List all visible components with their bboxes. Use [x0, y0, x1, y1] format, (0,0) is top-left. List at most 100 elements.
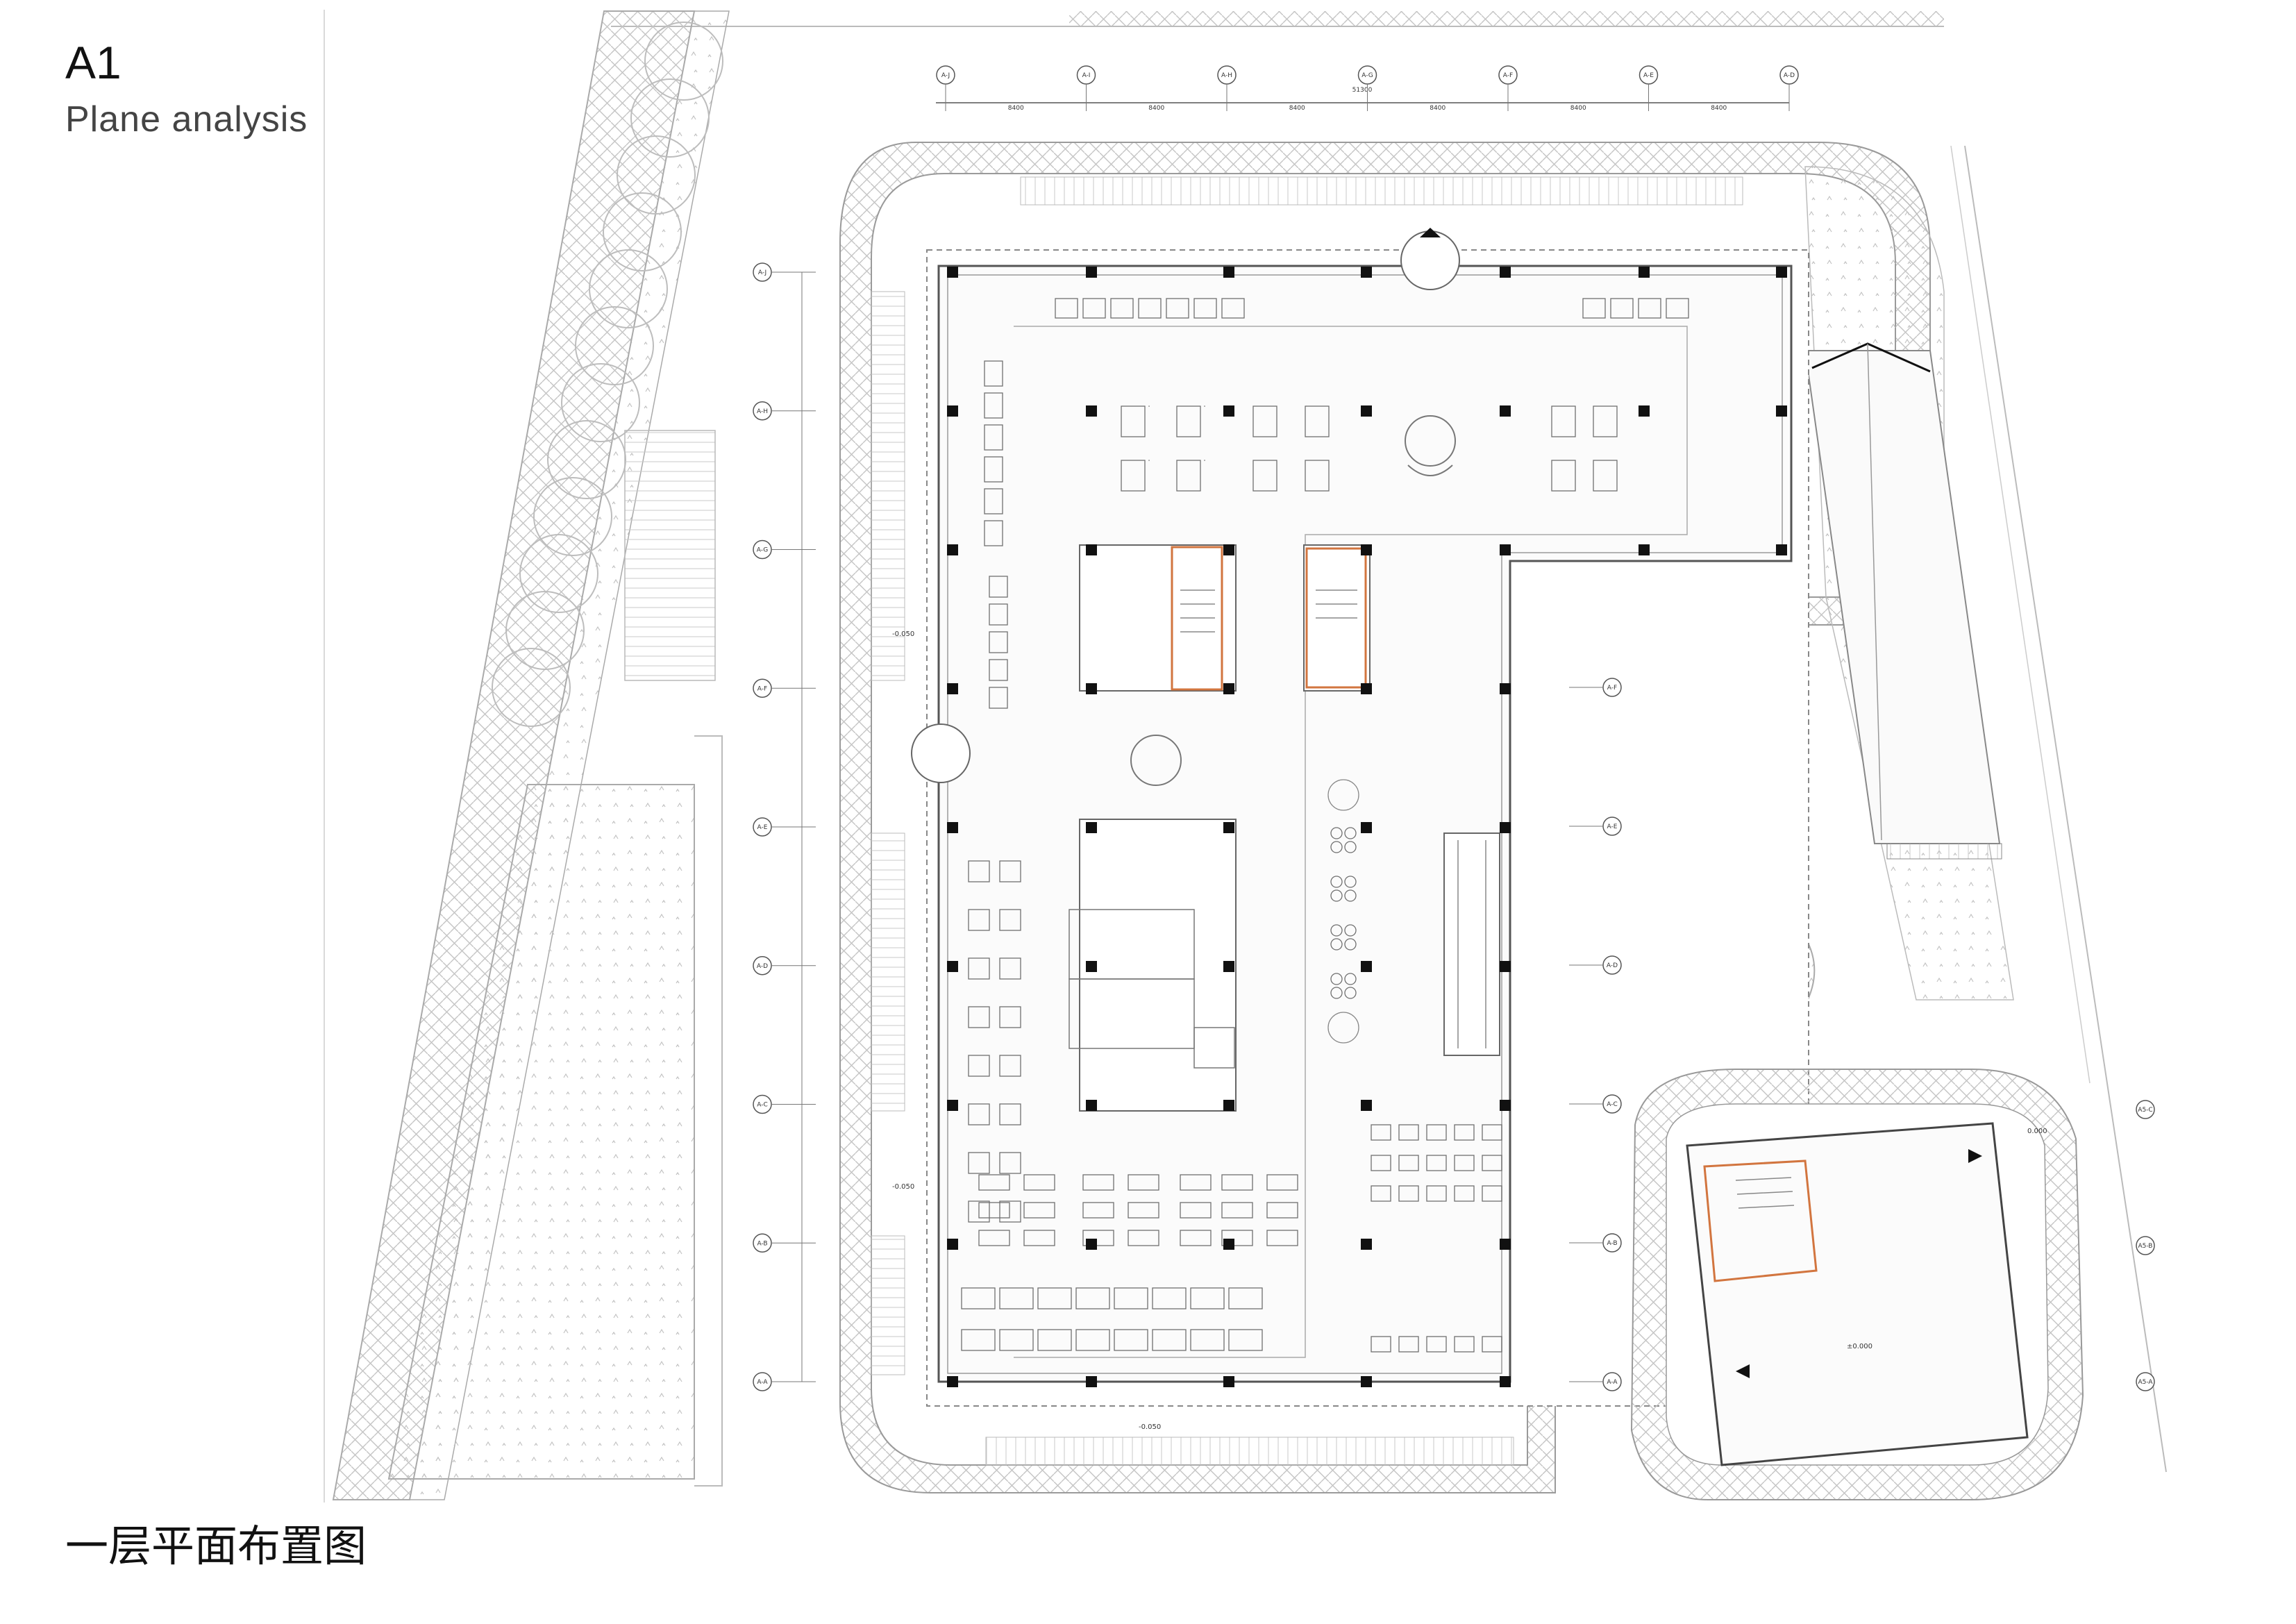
desk	[989, 631, 1008, 653]
svg-text:A-I: A-I	[1082, 72, 1091, 79]
level-annex: ±0.000	[1847, 1343, 1872, 1350]
desk	[1176, 405, 1201, 437]
column	[1776, 405, 1787, 417]
desk	[1426, 1124, 1447, 1141]
svg-text:A-D: A-D	[757, 963, 768, 970]
desk	[1228, 1287, 1263, 1309]
grid-bubble-west: A-C	[753, 1094, 772, 1114]
column	[1086, 683, 1097, 694]
svg-text:A-C: A-C	[1607, 1101, 1618, 1108]
desk	[999, 1329, 1034, 1351]
column	[947, 961, 958, 972]
column	[1223, 405, 1234, 417]
grid-bubble-west: A-J	[753, 262, 772, 282]
desk	[1371, 1185, 1391, 1202]
desk	[968, 1200, 990, 1223]
grid-bubble-annex: A5-B	[2136, 1236, 2155, 1255]
svg-text:A-E: A-E	[1607, 823, 1618, 830]
desk	[968, 957, 990, 980]
north-entry-lobby	[1400, 228, 1460, 290]
svg-text:A-D: A-D	[1784, 72, 1795, 79]
header-divider	[324, 10, 325, 1502]
svg-text:A-C: A-C	[757, 1102, 768, 1109]
planter	[1327, 1012, 1359, 1044]
desk	[1023, 1230, 1055, 1246]
desk	[968, 860, 990, 882]
round-sofa-center	[1130, 735, 1182, 786]
desk	[999, 1006, 1021, 1028]
grid-bubble-west: A-D	[753, 956, 772, 976]
desk	[1082, 1230, 1114, 1246]
lounge-seat	[1330, 876, 1357, 902]
east-grid-bubbles: A-FA-EA-DA-CA-BA-A	[1569, 678, 1622, 1391]
core-north	[1079, 544, 1371, 692]
svg-text:A-F: A-F	[757, 685, 767, 692]
desk	[1266, 1230, 1298, 1246]
desk	[1482, 1124, 1502, 1141]
desk	[1398, 1124, 1419, 1141]
column	[1361, 267, 1372, 278]
grid-bubble-north: A-H	[1217, 65, 1237, 85]
desk	[999, 1200, 1021, 1223]
desk	[984, 360, 1003, 387]
level-side: 0.000	[2027, 1128, 2047, 1135]
desk	[989, 659, 1008, 681]
grid-bubble-west: A-B	[753, 1233, 772, 1253]
grid-bubble-north: A-D	[1779, 65, 1799, 85]
svg-text:A-E: A-E	[1643, 72, 1654, 79]
column	[1223, 267, 1234, 278]
desk	[1228, 1329, 1263, 1351]
column	[1361, 683, 1372, 694]
desk	[999, 860, 1021, 882]
column	[947, 544, 958, 555]
desk	[1551, 460, 1576, 492]
desk	[1252, 460, 1277, 492]
desk	[1121, 405, 1146, 437]
column	[1361, 822, 1372, 833]
grid-bubble-annex: A5-A	[2136, 1372, 2155, 1391]
column	[947, 683, 958, 694]
bay-dimension: 8400	[1008, 105, 1024, 112]
column	[1639, 267, 1650, 278]
desk	[1055, 298, 1078, 319]
desk	[999, 1055, 1021, 1077]
overall-dimension: 51300	[1352, 87, 1373, 94]
bay-dimension: 8400	[1430, 105, 1446, 112]
desk	[1454, 1155, 1475, 1171]
desk	[1221, 1202, 1253, 1219]
svg-text:A5-B: A5-B	[2138, 1243, 2153, 1250]
column	[1361, 961, 1372, 972]
grid-bubble-west: A-A	[753, 1372, 772, 1391]
column	[1361, 1100, 1372, 1111]
desk	[1252, 405, 1277, 437]
desk	[1152, 1329, 1187, 1351]
desk	[999, 909, 1021, 931]
desk	[984, 488, 1003, 514]
column	[1776, 267, 1787, 278]
level-entry-west: -0.050	[892, 630, 914, 638]
svg-text:A5-A: A5-A	[2138, 1379, 2153, 1386]
desk	[1082, 298, 1106, 319]
desk	[1037, 1329, 1072, 1351]
desk	[978, 1230, 1010, 1246]
svg-text:A-D: A-D	[1607, 962, 1618, 969]
grid-bubble-west: A-G	[753, 539, 772, 560]
column	[947, 1376, 958, 1387]
bay-dimension: 8400	[1570, 105, 1586, 112]
desk	[1075, 1287, 1110, 1309]
grid-bubble-west: A-H	[753, 401, 772, 421]
desk	[1454, 1185, 1475, 1202]
desk	[984, 520, 1003, 546]
desk	[1193, 298, 1217, 319]
desk	[1454, 1124, 1475, 1141]
desk	[968, 909, 990, 931]
desk	[1482, 1155, 1502, 1171]
desk	[961, 1329, 996, 1351]
east-canopy	[1804, 342, 2002, 860]
grid-bubble-north: A-F	[1498, 65, 1518, 85]
column	[1223, 683, 1234, 694]
desk	[1075, 1329, 1110, 1351]
sheet-subtitle: Plane analysis	[65, 99, 308, 140]
svg-text:A-G: A-G	[1361, 72, 1373, 79]
